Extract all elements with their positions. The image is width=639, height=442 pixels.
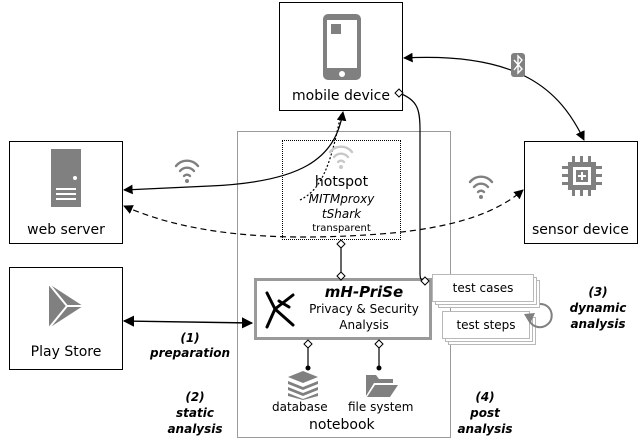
step-3-line1: dynamic (569, 301, 627, 315)
step-3-line2: analysis (570, 317, 626, 331)
edge-hotspot-mobile (299, 112, 342, 201)
wifi-icon (328, 145, 354, 164)
step-2-number: (2) (185, 390, 205, 404)
wifi-icon (174, 159, 200, 178)
database-label: database (272, 400, 328, 414)
step-4-line2: analysis (457, 422, 513, 436)
hotspot-mode: transparent (312, 223, 371, 234)
play-icon (48, 283, 83, 329)
step-1-text: preparation (150, 346, 230, 360)
chip-icon (562, 156, 602, 196)
notebook-label: notebook (309, 417, 375, 433)
edge-mobile-mhprise (398, 92, 426, 282)
mhprise-title: mH-PriSe (324, 283, 404, 301)
step-4-number: (4) (475, 390, 495, 404)
test-cases-card: test cases (432, 274, 534, 302)
mhprise-node: mH-PriSe Privacy & Security Analysis (254, 278, 432, 340)
edge-webserver-sensor (123, 189, 524, 238)
smartphone-icon (323, 14, 361, 80)
test-steps-label: test steps (456, 318, 516, 332)
play-store-label: Play Store (30, 344, 102, 360)
cycle-arrow-icon (524, 303, 553, 329)
database-icon (288, 371, 318, 400)
sensor-device-label: sensor device (532, 222, 629, 238)
step-3-number: (3) (588, 285, 608, 299)
step-1-number: (1) (180, 331, 200, 345)
mhprise-subtitle-1: Privacy & Security (309, 302, 419, 316)
web-server-label: web server (27, 222, 105, 238)
wifi-icon (468, 175, 494, 194)
server-icon (51, 149, 81, 207)
mhprise-subtitle-2: Analysis (339, 318, 389, 332)
mhprise-logo-icon (265, 291, 295, 329)
folder-icon (366, 375, 398, 397)
mobile-device-node: mobile device (279, 2, 403, 111)
mobile-device-label: mobile device (292, 88, 390, 104)
bluetooth-icon (511, 53, 525, 77)
test-cases-label: test cases (452, 281, 514, 295)
edge-mobile-webserver (123, 111, 347, 195)
edge-mobile-sensor (403, 52, 585, 141)
step-4-line1: post (470, 406, 500, 420)
web-server-node: web server (9, 141, 123, 244)
step-2-line1: static (176, 406, 214, 420)
step-2-line2: analysis (167, 422, 223, 436)
test-steps-card: test steps (442, 311, 530, 339)
file-system-label: file system (348, 400, 414, 414)
play-store-node: Play Store (9, 267, 123, 370)
sensor-device-node: sensor device (524, 141, 638, 244)
